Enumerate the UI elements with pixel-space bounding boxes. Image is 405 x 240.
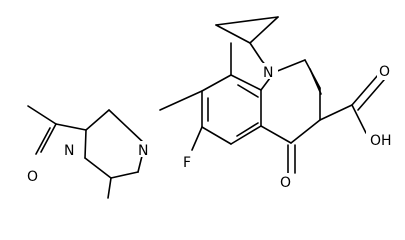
atom-labels: N N N O O F OH O: [27, 62, 405, 191]
atom-o-carboxyl: O: [379, 64, 390, 80]
atom-n-piperazine-left: N: [64, 143, 74, 159]
piperazine-ring: [84, 109, 146, 179]
atom-o-ketone: O: [280, 175, 291, 191]
atom-n-piperazine-right: N: [138, 143, 148, 159]
piperazine-link: [159, 90, 203, 111]
atom-oh: OH: [370, 133, 392, 149]
acetyl-group: [27, 105, 87, 155]
molecule-diagram: N N N O O F OH O: [27, 16, 405, 199]
cyclopropyl-group: [215, 16, 279, 62]
piperazine-methyl: [107, 177, 112, 199]
carboxylic-acid-group: [319, 74, 385, 134]
atom-o-acetyl: O: [27, 169, 38, 185]
structure-svg: N N N O O F OH O: [27, 16, 405, 199]
fluoro-bond: [191, 126, 203, 151]
benzene-ring: [201, 74, 262, 145]
atom-f: F: [183, 155, 191, 171]
pyridone-ring: [260, 59, 322, 144]
atom-n1: N: [263, 65, 273, 81]
ketone-group: [287, 144, 296, 174]
